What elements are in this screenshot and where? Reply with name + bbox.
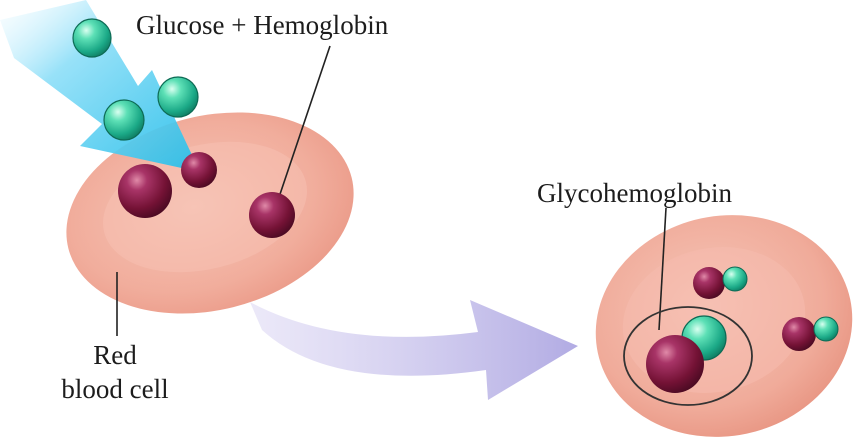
glucose-molecule xyxy=(73,19,111,57)
red-blood-cell-label: Red blood cell xyxy=(40,338,190,406)
glucose-hemoglobin-label: Glucose + Hemoglobin xyxy=(136,12,388,39)
hemoglobin-molecule xyxy=(118,164,172,218)
hemoglobin-molecule xyxy=(249,192,295,238)
hemoglobin-molecule xyxy=(181,152,217,188)
glycohemoglobin-label: Glycohemoglobin xyxy=(537,180,732,207)
red-blood-cell-right xyxy=(575,192,853,441)
red-blood-cell-label-line2: blood cell xyxy=(40,372,190,406)
glucose-molecule xyxy=(158,77,198,117)
glucose-molecule xyxy=(104,100,144,140)
red-blood-cell-label-line1: Red xyxy=(40,338,190,372)
red-blood-cell-left xyxy=(45,84,375,343)
transition-arrow xyxy=(250,300,578,400)
